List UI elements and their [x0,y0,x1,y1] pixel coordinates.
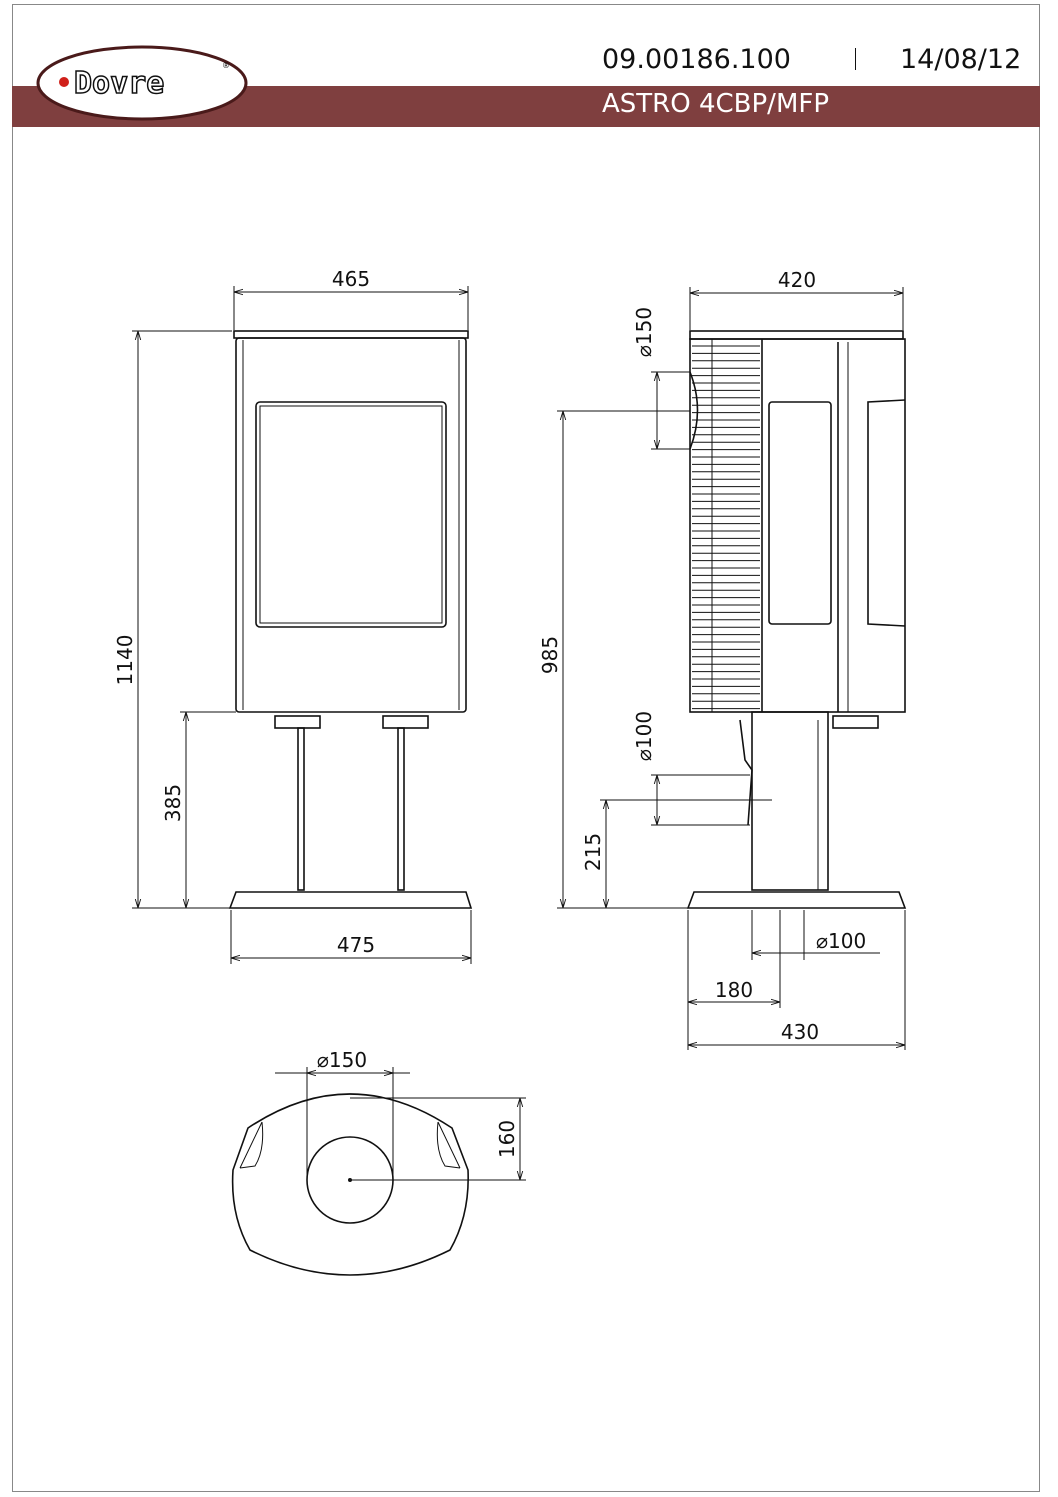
dovre-logo: Dovre ® [36,45,248,121]
front-dimensions: 465 1140 385 475 [113,267,472,964]
dim-air-inlet-side: ⌀100 [632,711,656,761]
flame-icon [59,77,69,87]
page-frame [12,4,1040,1492]
document-number: 09.00186.100 [602,44,791,75]
svg-text:®: ® [222,61,230,70]
document-date: 14/08/12 [900,44,1022,75]
dim-height-flue: 985 [538,636,562,674]
model-name: ASTRO 4CBP/MFP [602,89,830,119]
dim-air-inlet-offset: 180 [715,978,753,1002]
side-dimensions: 420 985 ⌀150 ⌀100 215 ⌀100 180 430 [538,268,906,1050]
header-separator [855,48,856,70]
dim-width-base: 475 [337,933,375,957]
dim-air-inlet-bottom: ⌀100 [816,929,866,953]
dim-height-air-inlet: 215 [581,833,605,871]
dim-depth-top: 420 [778,268,816,292]
dim-top-flue-offset: 160 [495,1120,519,1158]
brand-name: Dovre [74,66,164,101]
dim-height-pedestal: 385 [161,784,185,822]
dim-top-flue-diameter: ⌀150 [317,1048,367,1072]
top-dimensions: ⌀150 160 [275,1048,526,1181]
dim-width-top: 465 [332,267,370,291]
front-view [228,330,473,909]
dim-height-total: 1140 [113,635,137,686]
dim-flue-diameter: ⌀150 [632,307,656,357]
side-view [686,330,907,909]
dim-depth-base: 430 [781,1020,819,1044]
top-view [231,1093,469,1276]
